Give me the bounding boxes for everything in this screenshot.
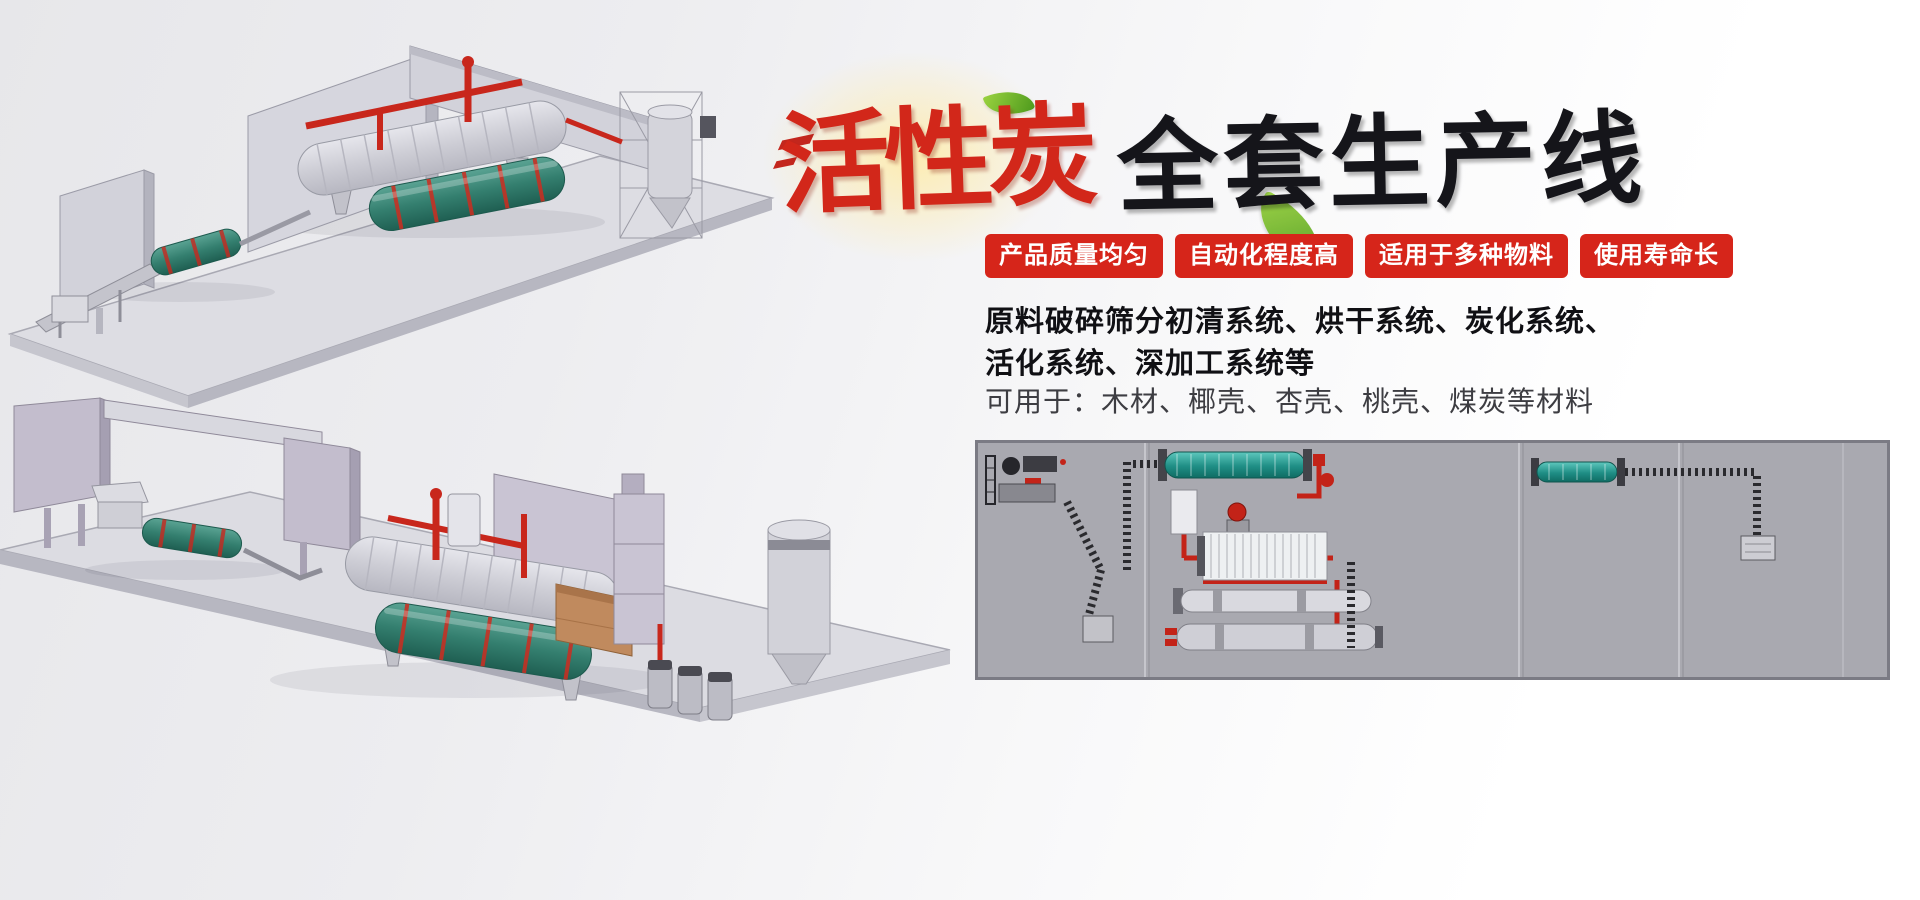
feature-badge-lifespan: 使用寿命长 bbox=[1580, 234, 1733, 278]
brick-furnace bbox=[555, 583, 633, 657]
section-dividers bbox=[1144, 443, 1844, 677]
red-pipe-run bbox=[565, 117, 623, 145]
storage-silo bbox=[767, 519, 831, 685]
transfer-conveyor bbox=[238, 209, 312, 247]
systems-description-line2: 活化系统、深加工系统等 bbox=[985, 348, 1316, 380]
systems-description-line1: 原料破碎筛分初清系统、烘干系统、炭化系统、 bbox=[985, 306, 1616, 338]
packing-line-topview bbox=[1531, 458, 1776, 561]
dust-collector bbox=[447, 493, 481, 547]
materials-description: 可用于：木材、椰壳、杏壳、桃壳、煤炭等材料 bbox=[985, 386, 1595, 417]
feature-badges: 产品质量均匀 自动化程度高 适用于多种物料 使用寿命长 bbox=[985, 234, 1733, 278]
title-red-text: 活性炭 bbox=[777, 94, 1095, 228]
inclined-conveyor bbox=[1063, 460, 1158, 624]
feature-badge-quality: 产品质量均匀 bbox=[985, 234, 1163, 278]
dryer-cylinder-topview bbox=[1173, 588, 1372, 614]
ribbed-furnace-topview bbox=[1197, 531, 1328, 581]
feature-badge-materials: 适用于多种物料 bbox=[1365, 234, 1568, 278]
screening-drum bbox=[150, 228, 242, 276]
machine-shadow bbox=[270, 662, 670, 698]
ground-platform bbox=[7, 155, 775, 408]
circulation-pump bbox=[1226, 502, 1250, 533]
transfer-conveyor bbox=[242, 547, 323, 581]
red-piping bbox=[305, 56, 523, 150]
cyclone-silo bbox=[647, 104, 716, 229]
cooling-drum-topview bbox=[1158, 449, 1312, 481]
machine-shadow bbox=[85, 560, 285, 580]
layout-diagram bbox=[975, 440, 1890, 680]
elevator-tower bbox=[613, 473, 665, 645]
screening-drum bbox=[141, 517, 243, 559]
production-line-render-top bbox=[0, 0, 800, 410]
title-glow bbox=[762, 52, 1062, 262]
vertical-vessel bbox=[1170, 489, 1198, 535]
carbonizer-cylinder-topview bbox=[1165, 623, 1383, 651]
feeder-crusher bbox=[91, 481, 149, 529]
page-title: 活性炭 全套生产线 bbox=[772, 82, 1648, 273]
production-line-render-top-svg bbox=[7, 45, 775, 408]
production-line-render-bottom bbox=[0, 378, 960, 900]
diagram-border bbox=[975, 440, 1890, 680]
crusher-unit bbox=[985, 455, 1066, 505]
discharge-bin bbox=[1082, 615, 1114, 643]
carbonization-drum bbox=[368, 156, 566, 232]
production-line-render-bottom-svg bbox=[0, 397, 951, 722]
title-black-text: 全套生产线 bbox=[1115, 103, 1648, 226]
activation-pots bbox=[647, 624, 733, 721]
feature-badge-automation: 自动化程度高 bbox=[1175, 234, 1353, 278]
layout-diagram-svg bbox=[975, 440, 1890, 680]
activation-drum bbox=[374, 602, 592, 680]
